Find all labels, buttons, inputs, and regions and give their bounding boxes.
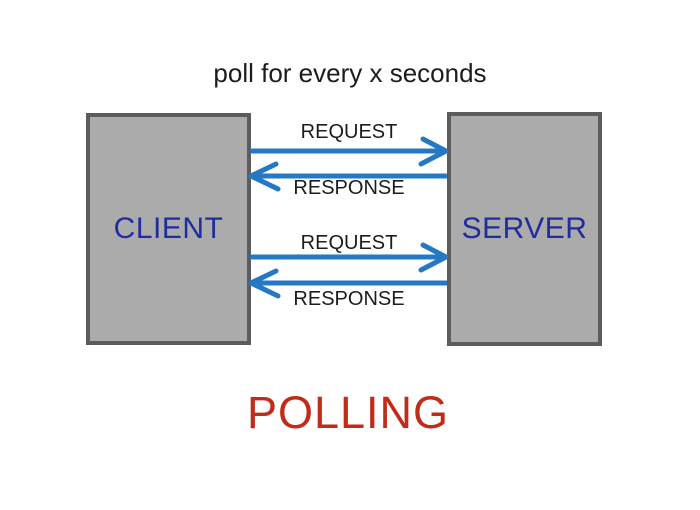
diagram-title: poll for every x seconds [213, 58, 487, 88]
response-label-2: RESPONSE [293, 288, 405, 310]
request-arrow-1 [250, 136, 449, 167]
client-label: CLIENT [113, 212, 224, 245]
client-box: CLIENT [86, 113, 251, 345]
response-arrow-2 [248, 268, 447, 299]
request-label-1: REQUEST [300, 121, 398, 143]
diagram-caption: POLLING [246, 387, 450, 438]
message-arrows [248, 136, 449, 299]
response-arrow-1 [248, 161, 447, 192]
request-arrow-2 [250, 242, 449, 273]
server-box: SERVER [447, 112, 602, 346]
request-label-2: REQUEST [300, 232, 398, 254]
server-label: SERVER [461, 212, 588, 245]
response-label-1: RESPONSE [293, 177, 405, 199]
